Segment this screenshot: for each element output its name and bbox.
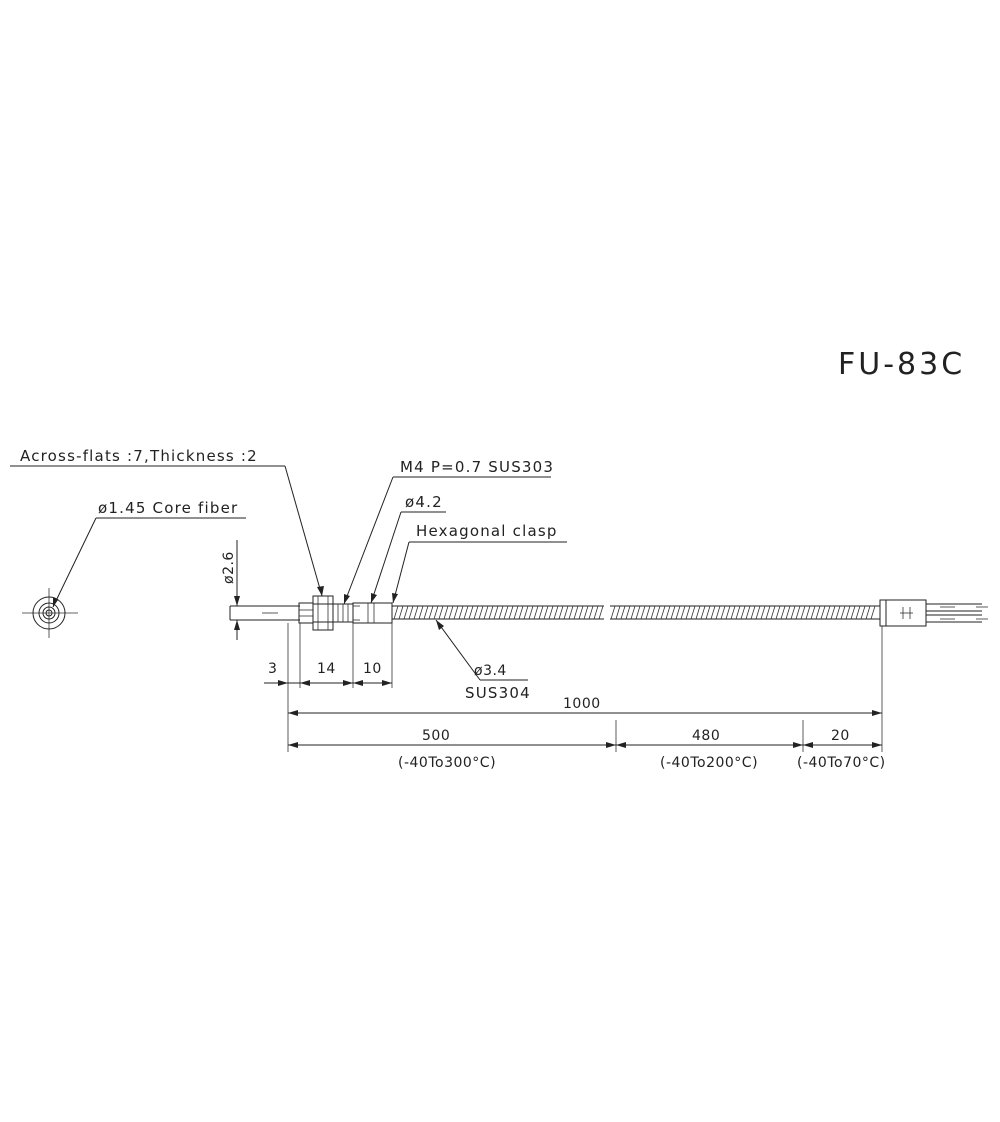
dim-seg2: 480	[692, 728, 720, 744]
temp-seg1: (-40To300°C)	[398, 755, 496, 771]
total-length-dimension	[288, 710, 882, 716]
short-dimension-row	[264, 680, 392, 686]
end-view	[22, 588, 78, 638]
dim-seg3: 20	[831, 728, 850, 744]
across-flats-leader	[10, 465, 324, 597]
thread-leader	[343, 476, 551, 605]
threaded-section	[332, 603, 360, 623]
dim-3: 3	[268, 661, 277, 677]
dim-14: 14	[317, 661, 336, 677]
flexible-sheath	[392, 605, 880, 620]
dim-seg1: 500	[422, 728, 450, 744]
segment-dimension-row	[288, 742, 882, 748]
dia-nut-label: ø4.2	[405, 493, 443, 511]
probe-tip	[229, 605, 300, 621]
model-title: FU-83C	[838, 347, 965, 382]
core-fiber-leader	[52, 517, 246, 608]
connector-end	[879, 599, 988, 627]
hex-nut	[312, 595, 334, 631]
sheath-leader	[435, 619, 528, 681]
extension-lines	[287, 623, 883, 752]
temp-seg2: (-40To200°C)	[660, 755, 758, 771]
hex-clasp-leader	[392, 541, 567, 604]
hex-clasp-label: Hexagonal clasp	[416, 522, 558, 540]
thread-label: M4 P=0.7 SUS303	[400, 458, 554, 476]
dim-10: 10	[363, 661, 382, 677]
dia-sheath-label: ø3.4	[474, 663, 507, 679]
tip-collar	[298, 602, 314, 624]
dia-tip-label: ø2.6	[221, 551, 237, 584]
sheath-material-label: SUS304	[465, 684, 531, 702]
across-flats-label: Across-flats :7,Thickness :2	[20, 447, 258, 465]
core-fiber-label: ø1.45 Core fiber	[98, 499, 238, 517]
dia-tip-dimension	[234, 540, 240, 640]
hexagonal-clasp	[352, 602, 393, 624]
dia-nut-leader	[370, 511, 446, 604]
dim-total: 1000	[563, 696, 601, 712]
temp-seg3: (-40To70°C)	[797, 755, 886, 771]
